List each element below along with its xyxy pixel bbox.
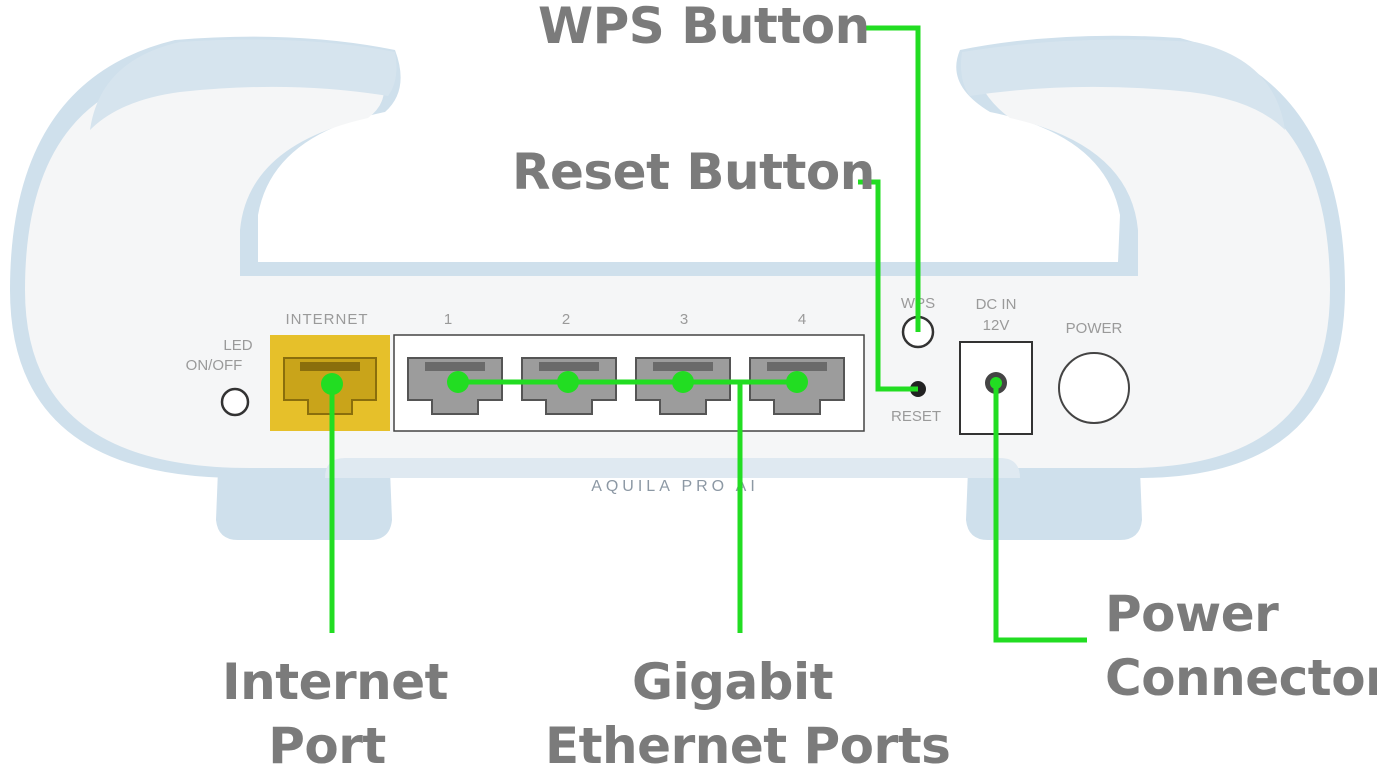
power-leader-line [993, 383, 1087, 643]
wps-button-callout-text: WPS Button [538, 0, 870, 55]
callout-lines [329, 25, 1087, 643]
reset-label: RESET [891, 408, 941, 425]
internet-port-label: INTERNET [286, 311, 369, 328]
lan-1-dot [447, 371, 469, 393]
right-horn-top [961, 39, 1285, 130]
lan-3-dot [672, 371, 694, 393]
power-callout-line1: Power [1105, 585, 1279, 643]
reset-leader-line [858, 179, 918, 392]
lan-2-dot [557, 371, 579, 393]
right-foot [966, 470, 1142, 540]
wps-leader-line [858, 25, 921, 332]
led-label-line1: LED [223, 337, 252, 354]
lan-port-2-label: 2 [562, 311, 570, 328]
internet-port-callout: Internet Port [222, 650, 449, 778]
power-label: POWER [1066, 320, 1123, 337]
internet-dot [321, 373, 343, 395]
reset-button-callout-text: Reset Button [512, 143, 875, 201]
led-toggle-button[interactable] [220, 387, 250, 417]
lan-4-dot [786, 371, 808, 393]
gigabit-callout-line1: Gigabit [631, 653, 834, 711]
gigabit-ports-callout: Gigabit Ethernet Ports [545, 650, 951, 778]
left-horn-top [90, 39, 397, 130]
power-button[interactable] [1058, 352, 1130, 424]
callout-dots [321, 371, 1002, 395]
led-label-line2: ON/OFF [186, 357, 243, 374]
lan-port-1-label: 1 [444, 311, 452, 328]
left-foot [216, 470, 392, 540]
lan-port-3-label: 3 [680, 311, 688, 328]
lan-port-4-label: 4 [798, 311, 806, 328]
power-connector-callout: Power Connector [1105, 582, 1377, 710]
internet-callout-line2: Port [268, 717, 386, 775]
power-connector-dot [990, 377, 1002, 389]
gigabit-callout-line2: Ethernet Ports [545, 717, 951, 775]
brand-logo: AQUILA PRO AI [591, 478, 759, 495]
internet-callout-line1: Internet [222, 653, 449, 711]
dc-in-label-line1: DC IN [976, 296, 1017, 313]
reset-button-callout: Reset Button [512, 140, 875, 204]
bottom-band [325, 458, 1020, 478]
dc-in-label-line2: 12V [983, 317, 1010, 334]
internet-port-pins [300, 362, 360, 371]
power-callout-line2: Connector [1105, 649, 1377, 707]
wps-button-callout: WPS Button [538, 0, 870, 58]
